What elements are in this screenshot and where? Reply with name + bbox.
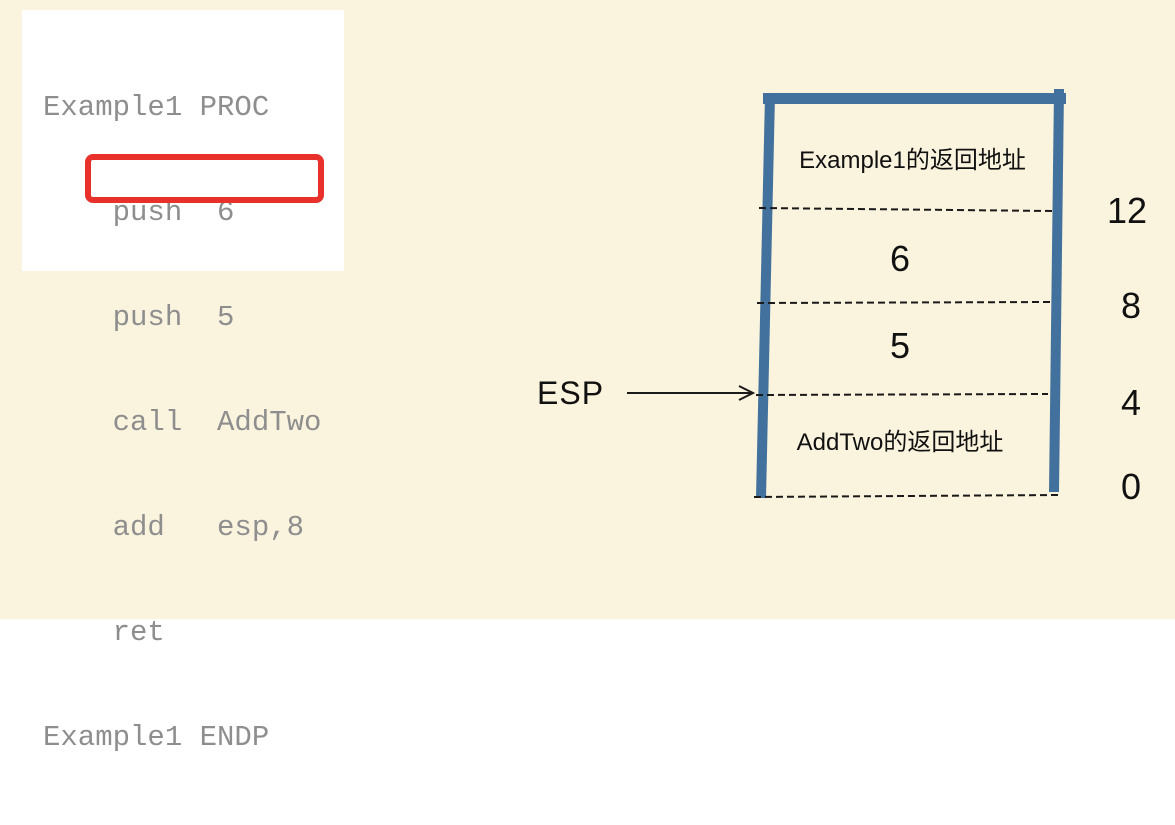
stack-left-border bbox=[756, 94, 775, 499]
separator-offset-8 bbox=[756, 301, 1051, 304]
assembly-code-panel: Example1 PROC push 6 push 5 call AddTwo … bbox=[22, 10, 344, 754]
stack-right-border bbox=[1049, 88, 1064, 493]
code-line: Example1 ENDP bbox=[43, 721, 270, 754]
offset-label-4: 4 bbox=[1120, 382, 1142, 423]
stack-frame-drawing bbox=[627, 88, 1066, 499]
assembly-code-listing: Example1 PROC push 6 push 5 call AddTwo … bbox=[43, 20, 321, 825]
stack-cell-example1-return-address: Example1的返回地址 bbox=[799, 147, 1026, 174]
separator-offset-4 bbox=[755, 393, 1049, 396]
separator-offset-0 bbox=[753, 494, 1059, 498]
code-line: ret bbox=[43, 616, 165, 649]
esp-pointer-label: ESP bbox=[537, 375, 605, 411]
code-line: call AddTwo bbox=[43, 406, 322, 439]
stack-cell-value-6: 6 bbox=[889, 238, 911, 279]
offset-label-0: 0 bbox=[1120, 466, 1142, 507]
offset-label-12: 12 bbox=[1106, 190, 1148, 231]
code-line: push 5 bbox=[43, 301, 235, 334]
highlight-box bbox=[85, 154, 324, 203]
code-line: add esp,8 bbox=[43, 511, 305, 544]
offset-label-8: 8 bbox=[1120, 285, 1142, 326]
stack-cell-value-5: 5 bbox=[889, 325, 911, 366]
esp-arrow-icon bbox=[627, 385, 756, 401]
separator-offset-12 bbox=[758, 207, 1053, 212]
stack-cell-addtwo-return-address: AddTwo的返回地址 bbox=[796, 429, 1004, 456]
slide-background: Example1 PROC push 6 push 5 call AddTwo … bbox=[0, 0, 1175, 754]
code-line: Example1 PROC bbox=[43, 91, 270, 124]
